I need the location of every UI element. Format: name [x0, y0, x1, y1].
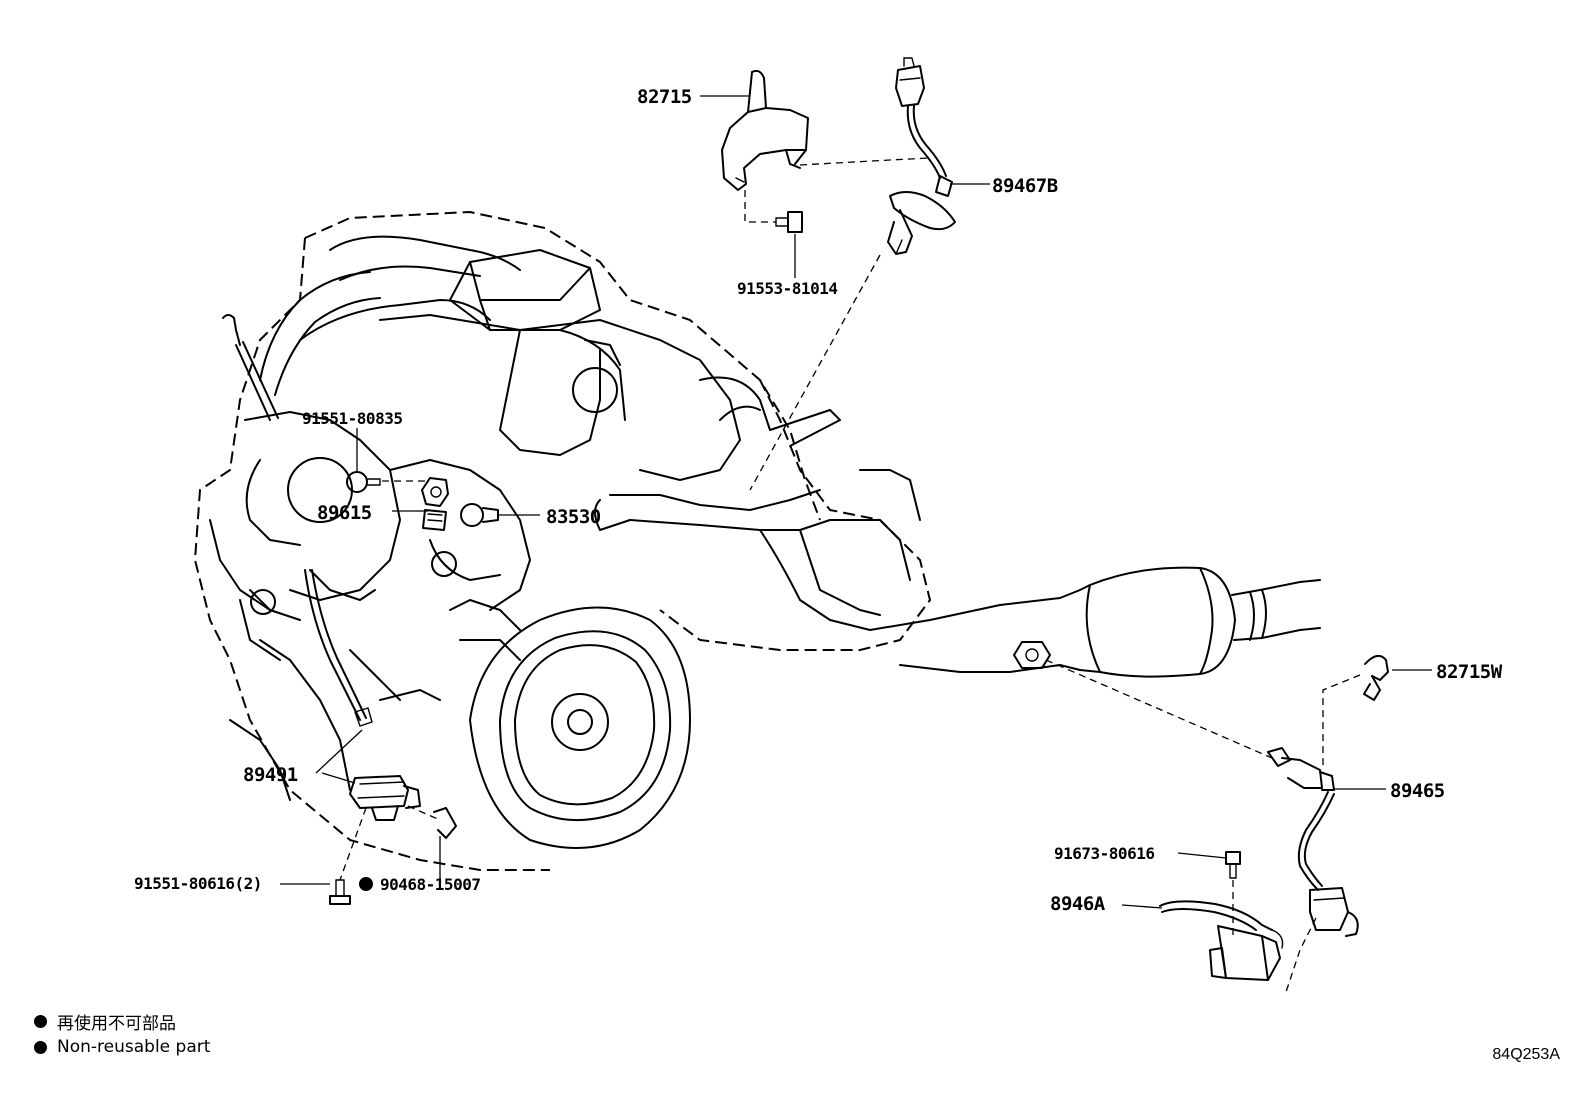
engine-assembly — [194, 211, 931, 871]
legend-text-japanese: 再使用不可部品 — [57, 1013, 176, 1034]
bracket-8946A — [1159, 900, 1284, 981]
label-89465: 89465 — [1390, 780, 1445, 802]
reference-code: 84Q253A — [1492, 1046, 1560, 1063]
label-91673-80616: 91673-80616 — [1054, 844, 1154, 863]
bracket-82715 — [721, 69, 809, 191]
label-82715W: 82715W — [1436, 661, 1503, 683]
label-90468-15007: 90468-15007 — [380, 875, 480, 894]
bolt-91553-81014 — [775, 211, 803, 233]
sensor-89491 — [349, 775, 421, 821]
legend-row-english: Non-reusable part — [34, 1034, 210, 1060]
knock-sensor-89615 — [421, 477, 449, 531]
label-91551-80835: 91551-80835 — [302, 409, 402, 428]
bolt-91551-80616 — [329, 879, 351, 905]
oxygen-sensor-89465 — [1267, 747, 1359, 937]
legend-text-english: Non-reusable part — [57, 1037, 211, 1057]
label-91551-80616: 91551-80616(2) — [134, 874, 262, 893]
part-labels: 82715 89467B 91553-81014 91551-80835 896… — [134, 86, 1503, 915]
clip-90468-15007 — [433, 807, 457, 839]
label-82715: 82715 — [637, 86, 692, 108]
legend-row-japanese: 再使用不可部品 — [34, 1008, 210, 1034]
label-83530: 83530 — [546, 506, 601, 528]
non-reusable-marker — [359, 877, 373, 891]
label-91553-81014: 91553-81014 — [737, 279, 837, 298]
bullet-icon — [34, 1014, 47, 1028]
label-8946A: 8946A — [1050, 893, 1106, 915]
bullet-icon — [34, 1040, 47, 1054]
leader-lines — [280, 95, 1432, 909]
bolt-91673-80616 — [1225, 851, 1241, 879]
label-89491: 89491 — [243, 764, 298, 786]
clip-82715W — [1363, 654, 1389, 701]
legend: 再使用不可部品 Non-reusable part — [34, 1008, 210, 1060]
exhaust-pipe-assembly — [869, 566, 1321, 678]
oxygen-sensor-89467B — [887, 57, 956, 255]
sensor-83530 — [460, 503, 499, 527]
label-89615: 89615 — [317, 502, 372, 524]
assembly-lines — [339, 157, 1361, 993]
label-89467B: 89467B — [992, 175, 1058, 197]
